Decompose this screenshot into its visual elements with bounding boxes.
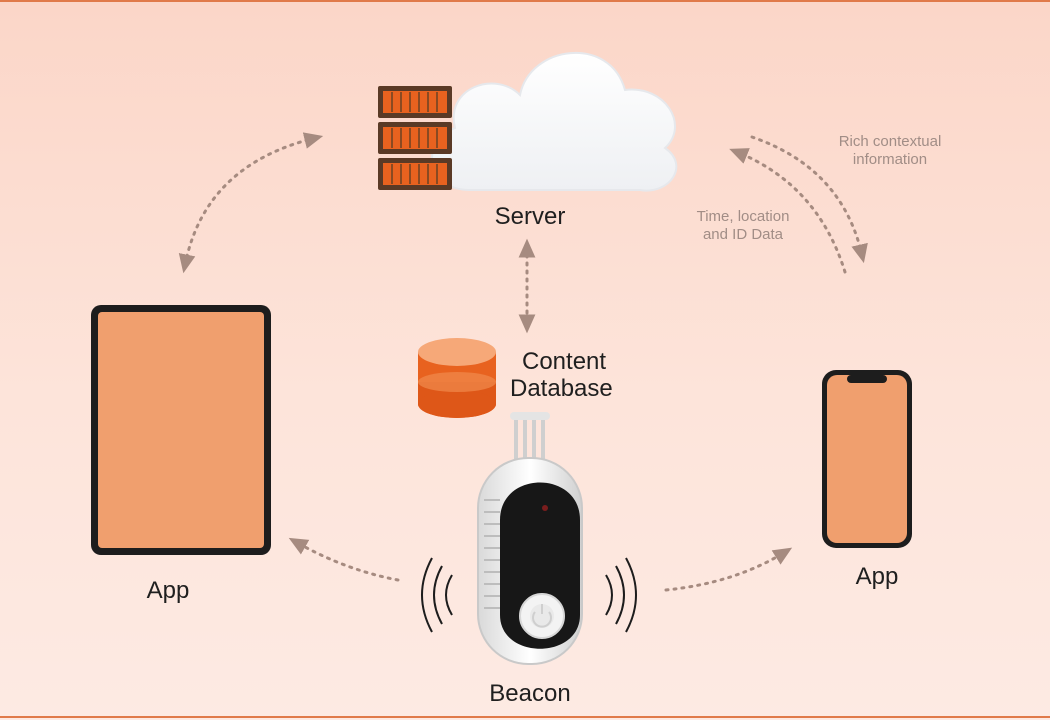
arrow-beacon-phone: [664, 547, 793, 592]
content-database-label-line1: Content: [522, 348, 607, 375]
arrow-beacon-tablet: [288, 537, 400, 582]
smartphone-icon: [822, 370, 912, 548]
signal-waves-right-icon: [605, 557, 637, 633]
time-location-note-line2: and ID Data: [702, 226, 784, 243]
cloud-icon: [431, 52, 678, 192]
arrow-phone-to-server: [729, 148, 847, 274]
tablet-icon: [91, 305, 271, 555]
arrow-tablet-server: [178, 132, 324, 274]
top-border: [0, 0, 1050, 2]
server-rack-icon: [378, 86, 452, 190]
beacon-label: Beacon: [489, 680, 571, 707]
database-icon: [418, 338, 496, 418]
server-label: Server: [494, 203, 566, 230]
tablet-app-label: App: [146, 577, 190, 604]
bottom-border: [0, 716, 1050, 718]
rich-contextual-note-line1: Rich contextual: [838, 133, 942, 150]
rich-contextual-note-line2: information: [852, 151, 928, 168]
beacon-device-icon: [477, 412, 583, 665]
time-location-note-line1: Time, location: [696, 208, 790, 225]
signal-waves-left-icon: [421, 557, 453, 633]
content-database-label-line2: Database: [510, 375, 613, 402]
phone-app-label: App: [855, 563, 899, 590]
